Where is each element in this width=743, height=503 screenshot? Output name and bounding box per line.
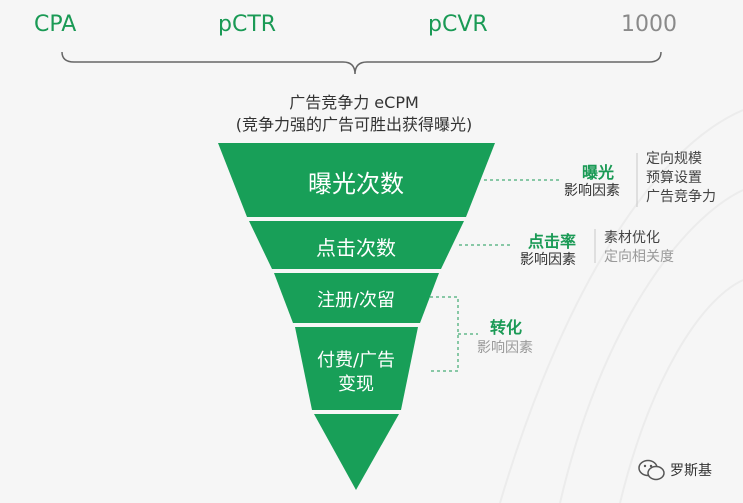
- exposure-note-3: 广告竞争力: [646, 189, 716, 205]
- click-note-1: 素材优化: [604, 230, 660, 246]
- funnel-segment-click: [249, 221, 464, 269]
- exposure-note-2: 预算设置: [646, 170, 702, 186]
- wechat-icon: [638, 459, 665, 481]
- ecpm-caption-note: (竞争力强的广告可胜出获得曝光): [235, 115, 473, 134]
- funnel-segment-tip: [314, 414, 399, 490]
- segment-label-payment: 付费/广告: [316, 350, 396, 371]
- factor-subtitle-exposure: 影响因素: [564, 183, 620, 199]
- term-pcvr: pCVR: [428, 12, 488, 37]
- factor-subtitle-conversion: 影响因素: [477, 340, 533, 356]
- term-cpa: CPA: [34, 12, 77, 37]
- segment-label-click: 点击次数: [316, 236, 396, 260]
- funnel-segment-exposure: [218, 143, 495, 217]
- factor-title-exposure: 曝光: [582, 163, 615, 182]
- term-pctr: pCTR: [218, 12, 277, 37]
- term-1000: 1000: [621, 12, 677, 37]
- exposure-note-1: 定向规模: [646, 151, 702, 167]
- click-note-2: 定向相关度: [604, 249, 674, 265]
- funnel-segment-register: [274, 273, 439, 323]
- ecpm-caption: 广告竞争力 eCPM: [289, 93, 419, 112]
- funnel-segment-payment: [295, 327, 418, 410]
- segment-label-register: 注册/次留: [316, 290, 396, 311]
- segment-label-monetize: 变现: [338, 374, 374, 395]
- factor-subtitle-click: 影响因素: [520, 252, 576, 268]
- factor-title-conversion: 转化: [490, 318, 523, 337]
- factor-title-click: 点击率: [528, 232, 577, 251]
- watermark-text: 罗斯基: [670, 463, 712, 479]
- segment-label-exposure: 曝光次数: [308, 170, 404, 198]
